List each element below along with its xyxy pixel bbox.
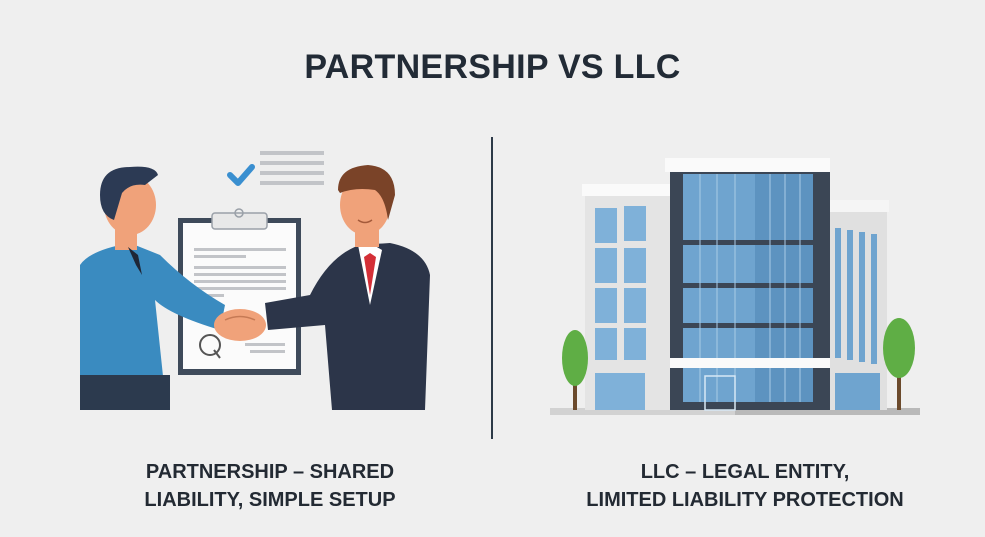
right-businessman (265, 165, 430, 410)
llc-caption-line1: LLC – LEGAL ENTITY, (640, 461, 850, 483)
tree-icon-left (562, 330, 588, 410)
partnership-caption-line1: PARTNERSHIP – SHARED (145, 461, 395, 483)
check-icon (227, 164, 255, 186)
tree-icon-right (883, 318, 915, 410)
handshake-icon (214, 309, 266, 341)
llc-caption-line2: LIMITED LIABILITY PROTECTION (586, 489, 904, 511)
page-title: PARTNERSHIP VS LLC (304, 48, 681, 86)
partnership-caption-line2: LIABILITY, SIMPLE SETUP (144, 489, 396, 511)
office-building-illustration (550, 158, 920, 415)
partnership-caption: PARTNERSHIP – SHARED LIABILITY, SIMPLE S… (120, 458, 420, 514)
section-divider (491, 137, 493, 439)
handshake-illustration (80, 151, 430, 410)
llc-caption: LLC – LEGAL ENTITY, LIMITED LIABILITY PR… (575, 458, 915, 514)
left-businessman (80, 166, 225, 410)
